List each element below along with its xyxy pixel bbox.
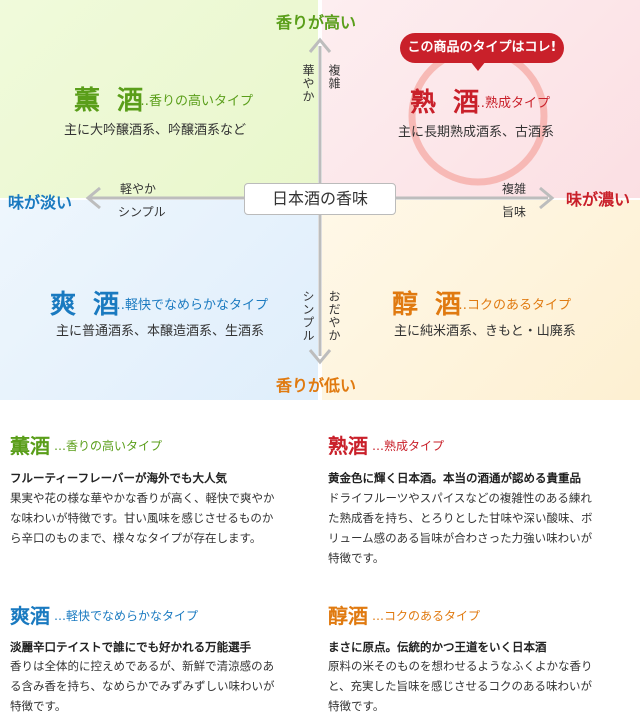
top-left-vertical-label: 華やか — [301, 64, 315, 103]
arrow-down-icon — [308, 349, 332, 365]
axis-right-label: 味が濃い — [566, 190, 631, 209]
junshu-sub: …コクのあるタイプ — [454, 298, 572, 313]
arrow-right-icon — [539, 186, 555, 210]
body-line: と、充実した旨味を感じさせるコクのある味わいが — [328, 679, 593, 693]
jukushu-sub: …熟成タイプ — [472, 96, 551, 111]
section-jukushu-sub: …熟成タイプ — [372, 439, 445, 453]
section-kunshu-body: 果実や花の様な華やかな香りが高く、軽快で爽やか な味わいが特徴です。甘い風味を感… — [10, 488, 310, 548]
soushu-desc: 主に普通酒系、本醸造酒系、生酒系 — [56, 324, 265, 339]
section-kunshu-sub: …香りの高いタイプ — [54, 439, 163, 453]
product-type-badge: この商品のタイプはコレ! — [400, 33, 564, 63]
section-soushu-heading: 淡麗辛口テイストで誰にでも好かれる万能選手 — [10, 640, 252, 654]
body-line: 特徴です。 — [10, 699, 67, 713]
section-soushu-sub: …軽快でなめらかなタイプ — [54, 609, 199, 623]
section-jukushu-body: ドライフルーツやスパイスなどの複雑性のある練れ た熟成香を持ち、とろりとした甘味… — [328, 488, 628, 568]
bottom-right-vertical-label: おだやか — [327, 290, 341, 342]
arrow-left-icon — [85, 186, 101, 210]
left-upper-label: 軽やか — [120, 182, 157, 196]
body-line: た熟成香を持ち、とろりとした甘味や深い酸味、ボ — [328, 511, 593, 525]
quadrant-soushu — [0, 200, 318, 400]
top-right-vertical-label: 複雑 — [327, 64, 341, 90]
body-line: ドライフルーツやスパイスなどの複雑性のある練れ — [328, 491, 592, 505]
body-line: る含み香を持ち、なめらかでみずみずしい味わいが — [10, 679, 275, 693]
section-kunshu-heading: フルーティーフレーバーが海外でも大人気 — [10, 471, 228, 485]
section-soushu-title: 爽酒 — [10, 604, 50, 628]
body-line: 特徴です。 — [328, 699, 385, 713]
quadrant-junshu — [322, 200, 640, 400]
junshu-desc: 主に純米酒系、きもと・山廃系 — [394, 324, 576, 339]
axis-left-label: 味が淡い — [8, 193, 73, 212]
body-line: ら辛口のものまで、様々なタイプが存在します。 — [10, 531, 262, 545]
soushu-title: 爽 酒 — [50, 290, 124, 320]
section-kunshu-title: 薫酒 — [10, 434, 50, 458]
body-line: 香りは全体的に控えめであるが、新鮮で清涼感のあ — [10, 659, 275, 673]
section-soushu-body: 香りは全体的に控えめであるが、新鮮で清涼感のあ る含み香を持ち、なめらかでみずみ… — [10, 656, 310, 716]
badge-tail — [470, 61, 486, 71]
flavor-chart: 香りが高い 香りが低い 味が淡い 味が濃い 日本酒の香味 軽やか シンプル 複雑… — [0, 0, 640, 400]
left-lower-label: シンプル — [118, 205, 166, 219]
kunshu-desc: 主に大吟醸酒系、吟醸酒系など — [64, 123, 247, 138]
section-jukushu-heading: 黄金色に輝く日本酒。本当の酒通が認める貴重品 — [328, 471, 581, 485]
section-junshu-body: 原料の米そのものを想わせるようなふくよかな香り と、充実した旨味を感じさせるコク… — [328, 656, 628, 716]
jukushu-desc: 主に長期熟成酒系、古酒系 — [398, 125, 555, 140]
body-line: 特徴です。 — [328, 551, 385, 565]
center-label: 日本酒の香味 — [244, 183, 396, 215]
section-junshu-sub: …コクのあるタイプ — [372, 609, 481, 623]
section-junshu-title: 醇酒 — [328, 604, 368, 628]
quadrant-kunshu — [0, 0, 318, 198]
arrow-up-icon — [308, 37, 332, 53]
section-jukushu-title: 熟酒 — [328, 434, 368, 458]
axis-bottom-label: 香りが低い — [276, 376, 357, 395]
section-junshu-heading: まさに原点。伝統的かつ王道をいく日本酒 — [328, 640, 547, 654]
body-line: 果実や花の様な華やかな香りが高く、軽快で爽やか — [10, 491, 275, 505]
jukushu-title: 熟 酒 — [410, 88, 484, 118]
right-lower-label: 旨味 — [502, 205, 527, 219]
kunshu-sub: …香りの高いタイプ — [136, 94, 254, 109]
body-line: 原料の米そのものを想わせるようなふくよかな香り — [328, 659, 593, 673]
soushu-sub: …軽快でなめらかなタイプ — [112, 298, 269, 313]
junshu-title: 醇 酒 — [392, 290, 466, 320]
body-line: な味わいが特徴です。甘い風味を感じさせるものか — [10, 511, 274, 525]
right-upper-label: 複雑 — [502, 182, 527, 196]
kunshu-title: 薫 酒 — [74, 86, 148, 116]
body-line: リューム感のある旨味が合わさった力強い味わいが — [328, 531, 593, 545]
bottom-left-vertical-label: シンプル — [301, 290, 315, 342]
axis-top-label: 香りが高い — [276, 13, 357, 32]
